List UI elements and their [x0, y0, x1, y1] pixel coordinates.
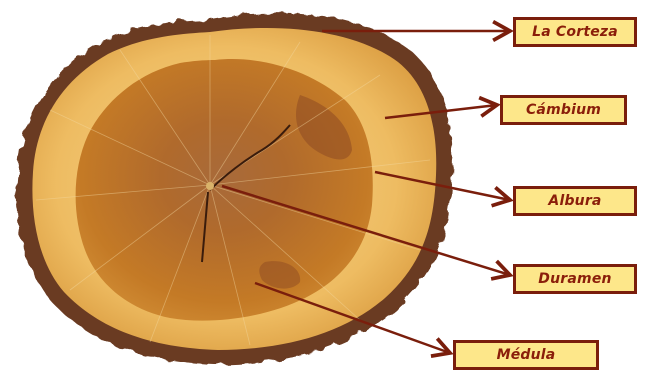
label-albura: Albura [513, 186, 637, 216]
pith-point [206, 182, 214, 190]
label-medula: Médula [453, 340, 599, 370]
label-cambium: Cámbium [500, 95, 627, 125]
label-duramen: Duramen [513, 264, 637, 294]
heartwood-area [76, 59, 373, 321]
label-corteza: La Corteza [513, 17, 637, 47]
